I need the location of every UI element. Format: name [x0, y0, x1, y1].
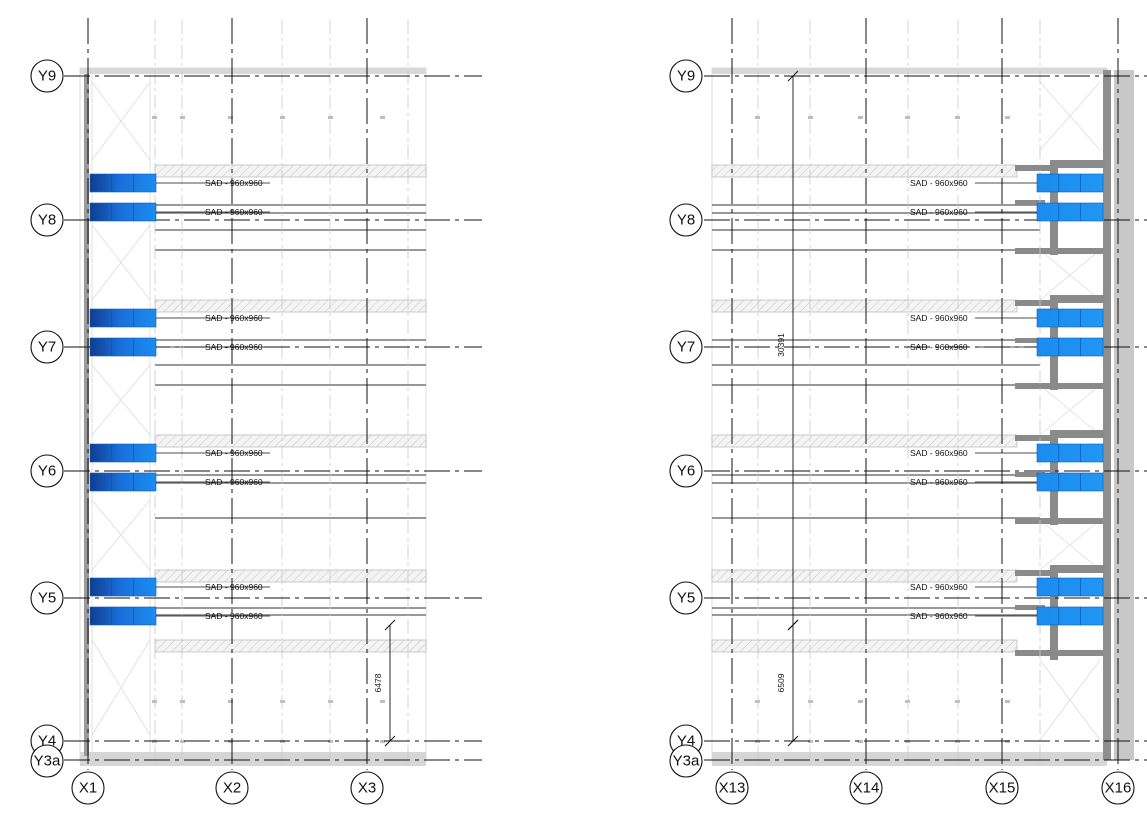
diffuser-right-4: [1036, 337, 1104, 357]
left-minor-grid: [154, 20, 409, 765]
grid-bubble-y3a: [669, 744, 703, 778]
diffuser-left-1: [89, 173, 157, 193]
diffuser-right-3: [1036, 308, 1104, 328]
dimension-tick: [384, 735, 396, 747]
diffuser-right-2: [1036, 202, 1104, 222]
grid-bubble-y6: [30, 454, 64, 488]
diffuser-right-1: [1036, 173, 1104, 193]
sad-label: SAD - 960x960: [910, 477, 968, 487]
grid-bubble-y5: [669, 581, 703, 615]
dimension-value: 6478: [373, 673, 383, 692]
grid-label-y5: Y5: [38, 590, 56, 607]
diffuser-left-6: [89, 472, 157, 492]
grid-label-y3a: Y3a: [34, 753, 61, 770]
grid-bubble-x16: [1101, 771, 1135, 805]
grid-bubble-y8: [30, 203, 64, 237]
left-structure: [79, 67, 427, 766]
grid-bubble-y6: [669, 454, 703, 488]
grid-bubble-x15: [985, 771, 1019, 805]
grid-label-x13: X13: [719, 780, 746, 797]
dimension-value: 6509: [776, 673, 786, 692]
sad-label: SAD - 960x960: [910, 448, 968, 458]
grid-label-y6: Y6: [38, 463, 56, 480]
grid-label-y8: Y8: [38, 212, 56, 229]
sad-label: SAD - 960x960: [205, 477, 263, 487]
grid-label-x16: X16: [1105, 780, 1132, 797]
sad-label: SAD - 960x960: [910, 207, 968, 217]
grid-bubble-x2: [215, 771, 249, 805]
left-panel: [79, 20, 427, 766]
sad-label: SAD - 960x960: [205, 582, 263, 592]
sad-label: SAD - 960x960: [205, 207, 263, 217]
right-structure: [711, 67, 1134, 766]
sad-label: SAD - 960x960: [910, 582, 968, 592]
sad-label: SAD - 960x960: [205, 313, 263, 323]
diffuser-right-5: [1036, 443, 1104, 463]
sad-label: SAD - 960x960: [205, 448, 263, 458]
diffuser-left-7: [89, 577, 157, 597]
diffuser-left-8: [89, 606, 157, 626]
sad-label: SAD - 960x960: [910, 611, 968, 621]
grid-bubble-y5: [30, 581, 64, 615]
diffuser-right-6: [1036, 472, 1104, 492]
dimension-tick: [787, 619, 799, 631]
diffuser-right-7: [1036, 577, 1104, 597]
sad-label: SAD - 960x960: [205, 178, 263, 188]
grid-bubble-y3a: [30, 744, 64, 778]
grid-label-y7: Y7: [677, 339, 695, 356]
sad-label: SAD - 960x960: [205, 342, 263, 352]
grid-label-y5: Y5: [677, 590, 695, 607]
grid-bubble-x1: [71, 771, 105, 805]
diffuser-left-4: [89, 337, 157, 357]
right-panel: [711, 20, 1134, 766]
right-minor-grid: [757, 20, 1041, 765]
grid-label-y9: Y9: [38, 68, 56, 85]
major-grid-lines: [64, 18, 1147, 770]
grid-label-y9: Y9: [677, 68, 695, 85]
diffuser-right-8: [1036, 606, 1104, 626]
sad-label: SAD - 960x960: [205, 611, 263, 621]
grid-bubble-y7: [669, 330, 703, 364]
grid-label-x14: X14: [853, 780, 880, 797]
dimension-tick: [384, 619, 396, 631]
grid-label-x1: X1: [79, 780, 97, 797]
dimension-value: 30391: [776, 333, 786, 357]
grid-label-y6: Y6: [677, 463, 695, 480]
dimension-tick: [787, 70, 799, 82]
grid-bubble-y8: [669, 203, 703, 237]
sad-label: SAD - 960x960: [910, 178, 968, 188]
diffuser-left-2: [89, 202, 157, 222]
grid-bubble-y7: [30, 330, 64, 364]
diffuser-left-5: [89, 443, 157, 463]
grid-label-y8: Y8: [677, 212, 695, 229]
grid-label-x3: X3: [358, 780, 376, 797]
dimension-lines: 6478 30391 6509: [373, 70, 799, 747]
grid-label-y3a: Y3a: [673, 753, 700, 770]
dimension-tick: [787, 735, 799, 747]
grid-bubble-x13: [715, 771, 749, 805]
grid-bubble-y9: [30, 59, 64, 93]
grid-bubble-x14: [849, 771, 883, 805]
grid-bubble-y9: [669, 59, 703, 93]
diffuser-left-3: [89, 308, 157, 328]
grid-bubble-x3: [350, 771, 384, 805]
grid-label-y7: Y7: [38, 339, 56, 356]
grid-label-x15: X15: [989, 780, 1016, 797]
sad-label: SAD - 960x960: [910, 342, 968, 352]
grid-label-x2: X2: [223, 780, 241, 797]
sad-label: SAD - 960x960: [910, 313, 968, 323]
